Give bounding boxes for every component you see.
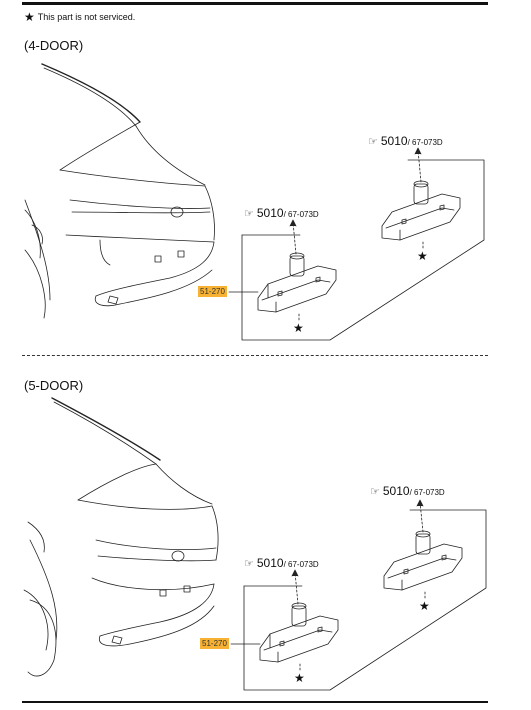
section-title-4-door: (4-DOOR) [24,38,84,53]
sedan-car-illustration [24,63,215,319]
star-icon: ★ [24,9,35,24]
bottom-rule [22,701,488,703]
4-door-parts-frame [228,159,485,341]
pointing-hand-icon: ☞ [370,486,380,498]
pointing-hand-icon: ☞ [244,558,254,570]
star-icon: ★ [417,249,428,263]
pointing-hand-icon: ☞ [244,208,254,220]
license-lamp-part-5-door-right [383,499,463,601]
star-icon: ★ [419,599,430,613]
section-divider [22,355,488,356]
5-door-parts-frame [230,509,487,691]
top-rule [22,2,488,5]
callout-51-270-4-door: 51-270 [198,286,227,297]
reference-5010-4-door-upper: ☞ 5010 / 67-073D [368,134,443,148]
reference-5010-4-door-lower: ☞ 5010 / 67-073D [244,206,319,220]
callout-51-270-5-door: 51-270 [200,638,229,649]
hatchback-car-illustration [23,397,219,677]
reference-5010-5-door-lower: ☞ 5010 / 67-073D [244,556,319,570]
star-icon: ★ [293,321,304,335]
pointing-hand-icon: ☞ [368,136,378,148]
reference-5010-5-door-upper: ☞ 5010 / 67-073D [370,484,445,498]
license-lamp-part-4-door-right [381,147,461,251]
license-lamp-part-5-door-left [259,569,339,673]
section-title-5-door: (5-DOOR) [24,378,84,393]
service-note: ★ This part is not serviced. [24,9,136,24]
star-icon: ★ [294,671,305,685]
service-note-text: This part is not serviced. [37,12,136,22]
license-lamp-part-4-door-left [257,219,337,323]
